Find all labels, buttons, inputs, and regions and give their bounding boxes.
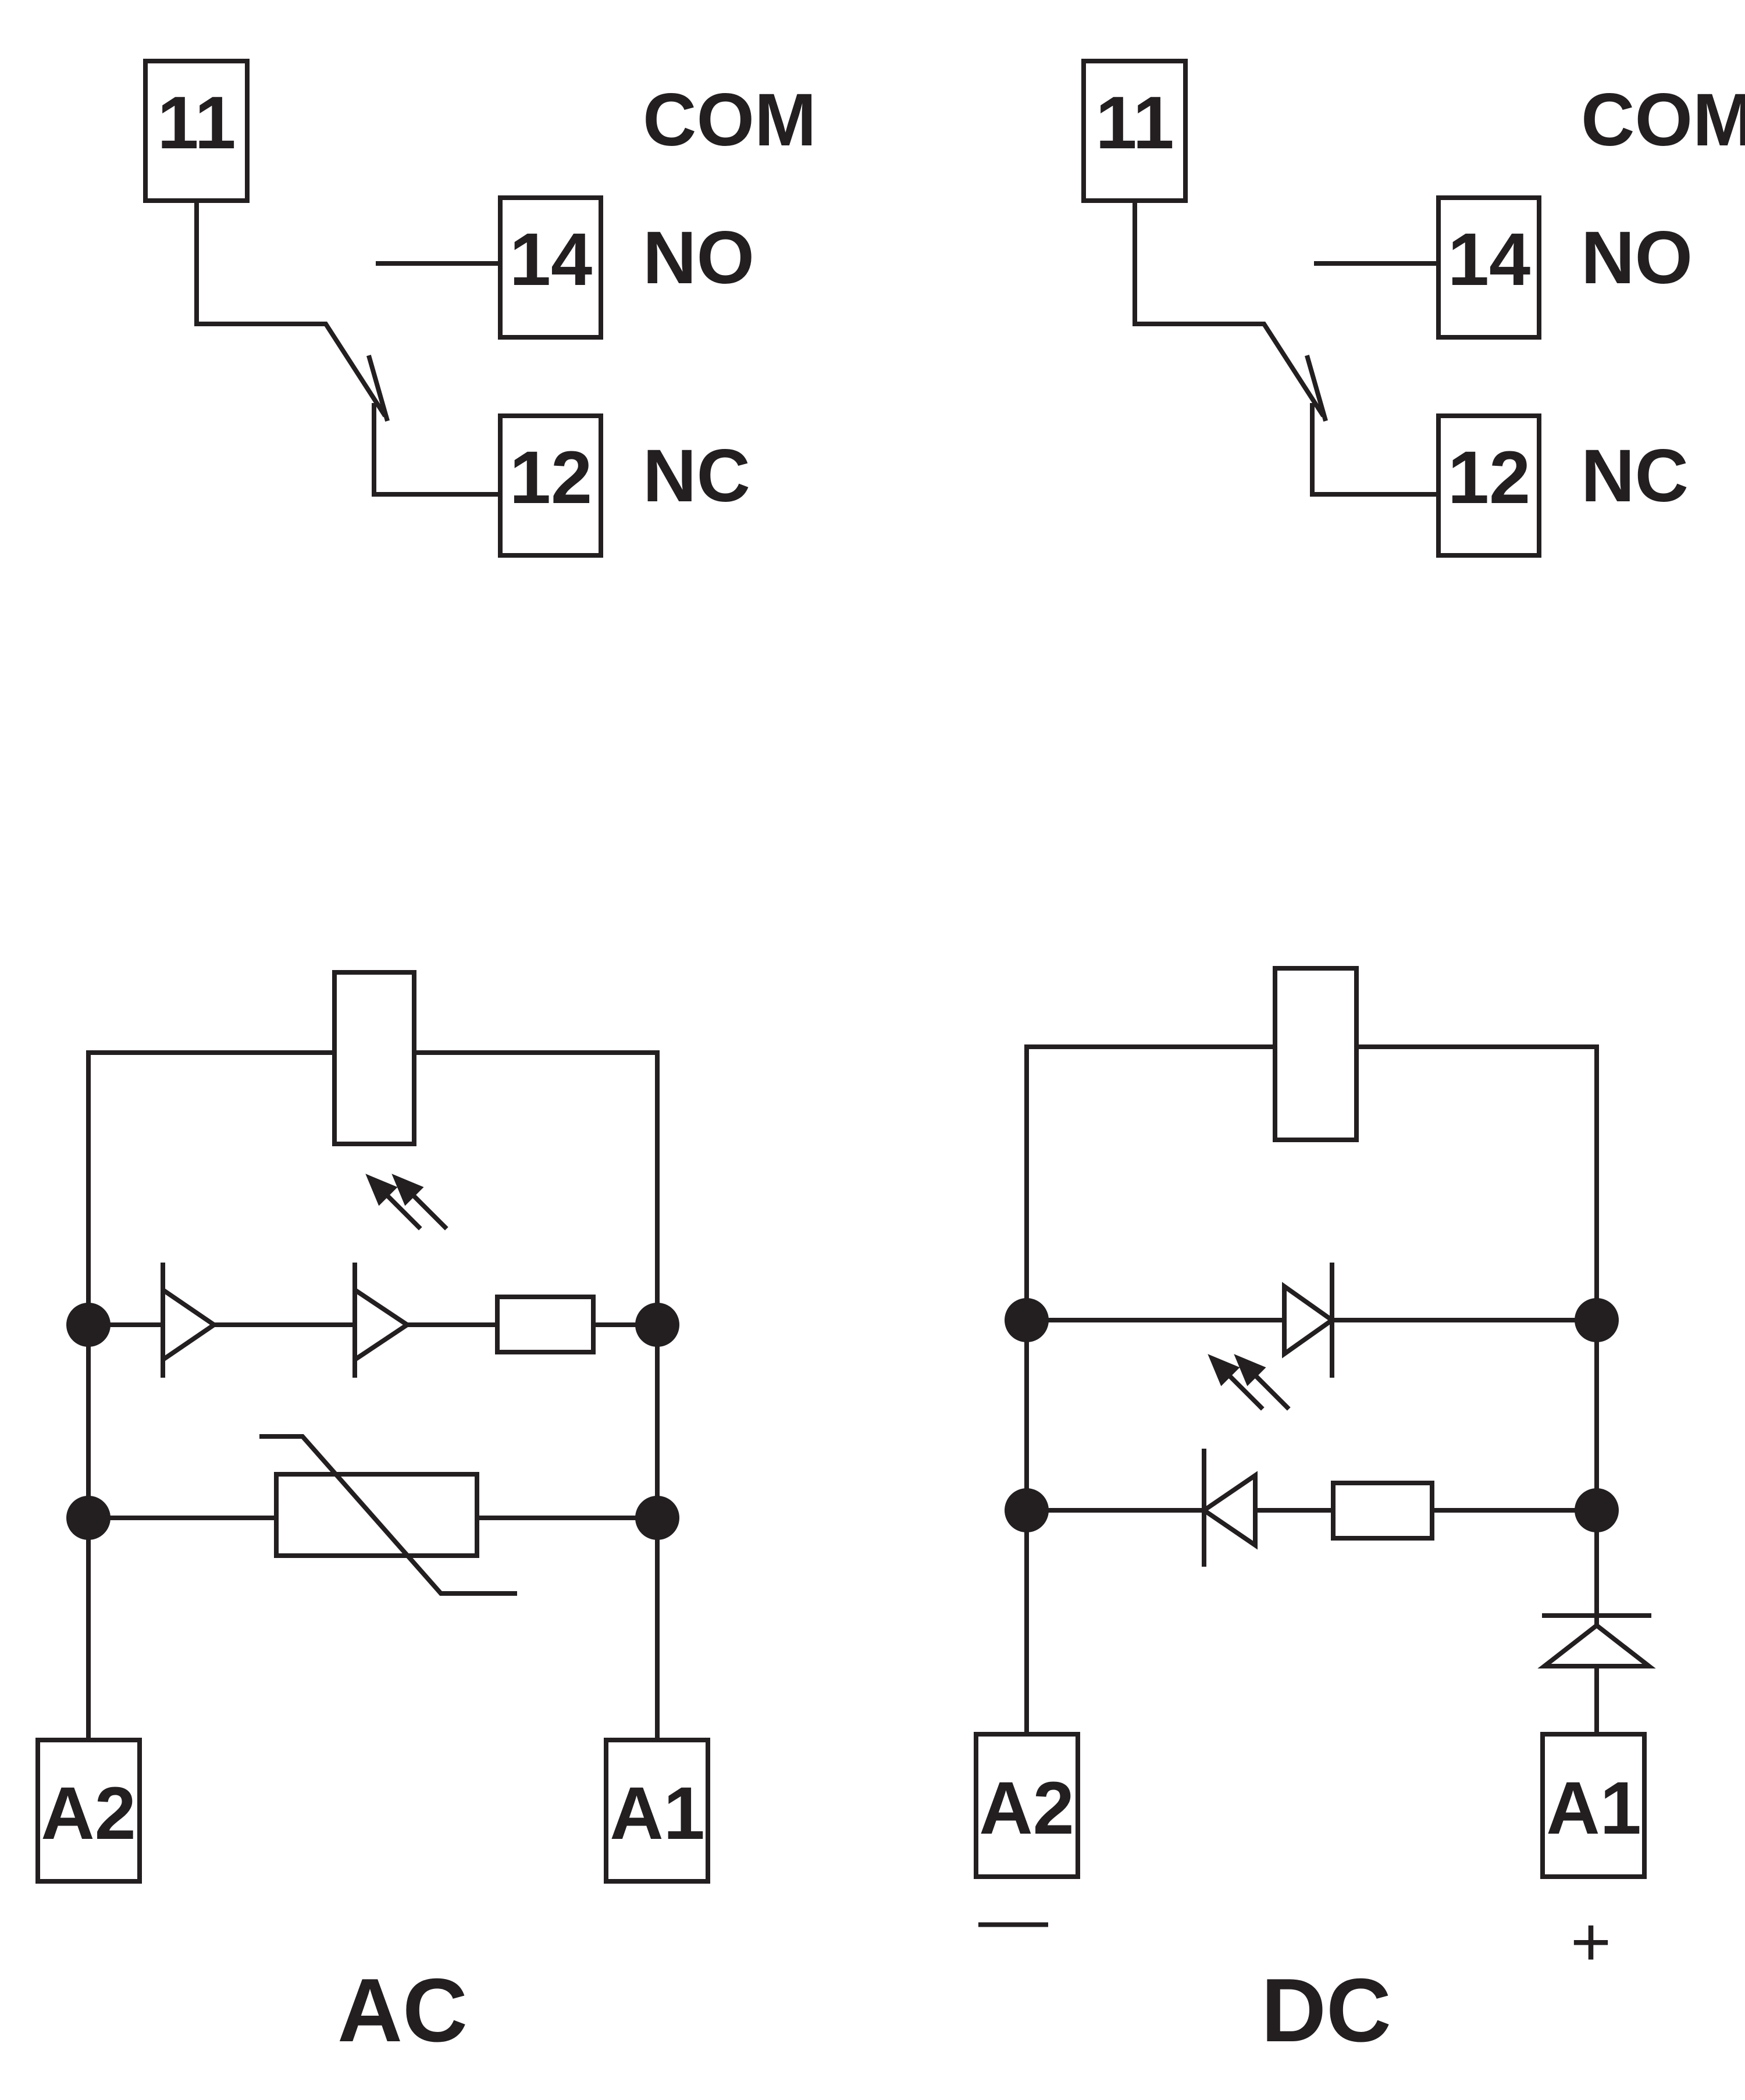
terminal-12-label: 12 (1448, 436, 1530, 519)
led-icon (1199, 1449, 1258, 1567)
terminal-a1-label: A1 (610, 1772, 705, 1855)
terminal-14-label: 14 (1448, 218, 1530, 301)
dc-wiring (1024, 1044, 1599, 1738)
junction-dot (635, 1303, 679, 1347)
junction-dot (1005, 1488, 1049, 1532)
ac-wiring (86, 1050, 660, 1738)
terminal-11: 11 (143, 59, 250, 203)
terminal-a2: A2 (974, 1732, 1080, 1879)
label-com: COM (1581, 79, 1745, 162)
varistor-icon (259, 1434, 517, 1596)
minus-sign: — (978, 1880, 1048, 1958)
led-icon (352, 1263, 412, 1378)
junction-dot (1005, 1298, 1049, 1342)
terminal-a2: A2 (35, 1738, 142, 1884)
terminal-a1: A1 (604, 1738, 710, 1884)
contact-diagram-right: 11 14 12 COM NO NC (1081, 59, 1745, 558)
label-no: NO (643, 216, 754, 300)
junction-dot (66, 1303, 111, 1347)
label-nc: NC (1581, 434, 1689, 518)
terminal-11: 11 (1081, 59, 1188, 203)
label-com: COM (643, 79, 817, 162)
junction-dot (1575, 1488, 1619, 1532)
terminal-14: 14 (498, 195, 603, 340)
dc-caption: DC (1261, 1960, 1391, 2060)
terminal-a2-label: A2 (41, 1772, 136, 1855)
terminal-11-label: 11 (157, 81, 236, 165)
terminal-a1: A1 (1540, 1732, 1647, 1879)
label-nc: NC (643, 434, 750, 518)
junction-dot (1575, 1298, 1619, 1342)
junction-dot (635, 1496, 679, 1540)
led-light-arrows-icon (368, 1176, 445, 1227)
resistor-icon (495, 1295, 596, 1354)
terminal-14-label: 14 (510, 218, 592, 301)
terminal-12-label: 12 (510, 436, 592, 519)
junction-dot (66, 1496, 111, 1540)
ac-coil-circuit: A2 A1 AC (35, 970, 710, 2060)
terminal-12: 12 (498, 413, 603, 558)
terminal-a1-label: A1 (1546, 1767, 1641, 1850)
diode-icon (161, 1263, 219, 1378)
plus-sign: + (1570, 1903, 1611, 1981)
relay-coil (1273, 966, 1359, 1142)
relay-coil (332, 970, 416, 1146)
ac-caption: AC (337, 1960, 468, 2060)
terminal-14: 14 (1436, 195, 1541, 340)
terminal-11-label: 11 (1095, 81, 1174, 165)
protection-diode-icon (1537, 1613, 1656, 1668)
terminal-12: 12 (1436, 413, 1541, 558)
dc-coil-circuit: A2 A1 — + DC (974, 966, 1656, 2060)
label-no: NO (1581, 216, 1693, 300)
led-light-arrows-icon (1210, 1356, 1287, 1407)
contact-diagram-left: 11 14 12 COM NO NC (143, 59, 817, 558)
terminal-a2-label: A2 (979, 1767, 1074, 1850)
resistor-icon (1331, 1481, 1434, 1541)
diode-icon (1282, 1263, 1336, 1378)
